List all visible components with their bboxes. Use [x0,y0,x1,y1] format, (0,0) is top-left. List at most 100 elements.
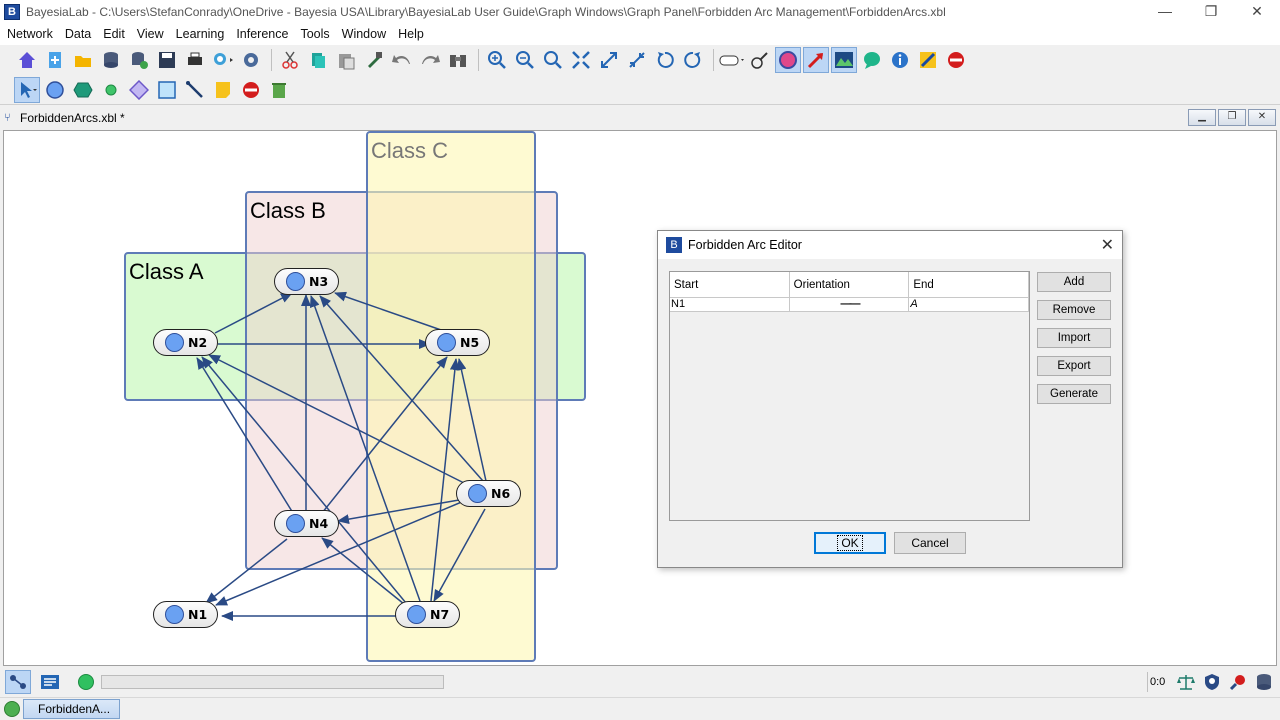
taskbar-item-forbiddenarcs[interactable]: ForbiddenA... [23,699,120,719]
rotate-left-button[interactable] [652,47,678,73]
expand-button[interactable] [596,47,622,73]
minimize-button[interactable]: — [1158,3,1172,19]
cancel-button[interactable]: Cancel [894,532,966,554]
document-title[interactable]: ForbiddenArcs.xbl * [20,111,125,125]
cell-orientation[interactable]: —— [790,298,910,311]
node-n6[interactable]: N6 [456,480,521,507]
zoom-out-button[interactable] [512,47,538,73]
utility-node-button[interactable] [126,77,152,103]
graph-panel[interactable]: Class A Class B Class C [3,130,1277,666]
class-rectangle-icon [158,80,176,99]
new-network-button[interactable] [42,47,68,73]
menu-window[interactable]: Window [341,27,387,41]
undo-button[interactable] [389,47,415,73]
note-button[interactable] [210,77,236,103]
note-pencil-button[interactable] [915,47,941,73]
network-doc-icon: ⑂ [4,112,11,124]
node-n4[interactable]: N4 [274,510,339,537]
table-row[interactable]: N1 —— A [670,298,1030,312]
stop-button[interactable] [238,77,264,103]
column-header-end[interactable]: End [909,272,1030,297]
decision-node-button[interactable] [70,77,96,103]
search-zoom-button[interactable] [210,47,236,73]
menu-tools[interactable]: Tools [300,27,330,41]
node-color-button[interactable] [775,47,801,73]
save-button[interactable] [154,47,180,73]
menu-edit[interactable]: Edit [103,27,125,41]
select-tool-button[interactable] [14,76,40,103]
document-tab-bar: ⑂ ForbiddenArcs.xbl * ▁ ❐ ✕ [0,107,1280,129]
inference-button[interactable] [1225,670,1251,694]
bayesialab-app-icon: B [4,4,20,20]
home-button[interactable] [14,47,40,73]
chart-button[interactable] [831,47,857,73]
doc-restore-button[interactable]: ❐ [1218,109,1246,126]
find-button[interactable] [445,47,471,73]
zoom-in-button[interactable] [484,47,510,73]
node-info-button[interactable] [747,47,773,73]
column-header-orientation[interactable]: Orientation [790,272,910,297]
class-c-box[interactable] [366,131,536,662]
arc-tool-button[interactable] [803,47,829,73]
menu-inference[interactable]: Inference [236,27,289,41]
forbidden-arc-button[interactable] [943,47,969,73]
dialog-close-icon[interactable]: ✕ [1100,237,1114,254]
database-button[interactable] [98,47,124,73]
print-button[interactable] [182,47,208,73]
cut-button[interactable] [277,47,303,73]
remove-button[interactable]: Remove [1037,300,1111,320]
copy-button[interactable] [305,47,331,73]
doc-close-button[interactable]: ✕ [1248,109,1276,126]
node-n7[interactable]: N7 [395,601,460,628]
cut-icon [282,51,298,69]
database-status-button[interactable] [1251,670,1277,694]
validation-view-button[interactable] [37,670,63,694]
restore-button[interactable]: ❐ [1204,3,1218,19]
node-n5[interactable]: N5 [425,329,490,356]
menu-help[interactable]: Help [398,27,424,41]
graph-view-button[interactable] [5,670,31,694]
settings-button[interactable] [238,47,264,73]
import-button[interactable]: Import [1037,328,1111,348]
doc-minimize-button[interactable]: ▁ [1188,109,1216,126]
shield-button[interactable] [1199,670,1225,694]
delete-button[interactable] [266,77,292,103]
zoom-fit-button[interactable] [540,47,566,73]
ok-button[interactable]: OK [814,532,886,554]
export-button[interactable]: Export [1037,356,1111,376]
paste-button[interactable] [333,47,359,73]
node-n2[interactable]: N2 [153,329,218,356]
class-tool-button[interactable] [154,77,180,103]
balance-button[interactable] [1173,670,1199,694]
node-tool-button[interactable] [42,77,68,103]
node-display-button[interactable] [719,47,745,73]
cell-end[interactable]: A [909,298,1030,311]
rotate-right-button[interactable] [680,47,706,73]
cell-start[interactable]: N1 [670,298,790,311]
column-header-start[interactable]: Start [670,272,790,297]
constraint-node-button[interactable] [98,77,124,103]
generate-button[interactable]: Generate [1037,384,1111,404]
comment-button[interactable] [859,47,885,73]
menu-data[interactable]: Data [64,27,92,41]
dialog-titlebar[interactable]: B Forbidden Arc Editor ✕ [658,231,1122,259]
menu-network[interactable]: Network [7,27,53,41]
format-brush-button[interactable] [361,47,387,73]
add-button[interactable]: Add [1037,272,1111,292]
menu-learning[interactable]: Learning [175,27,225,41]
menu-view[interactable]: View [136,27,164,41]
forbidden-arc-editor-dialog: B Forbidden Arc Editor ✕ Start Orientati… [657,230,1123,568]
redo-button[interactable] [417,47,443,73]
database-export-button[interactable] [126,47,152,73]
info-badge-button[interactable] [887,47,913,73]
shrink-button[interactable] [624,47,650,73]
close-button[interactable]: ✕ [1251,3,1263,19]
forbidden-arcs-table[interactable]: Start Orientation End N1 —— A [669,271,1030,521]
node-n3[interactable]: N3 [274,268,339,295]
node-hexagon-icon [73,82,93,97]
comment-icon [864,52,880,69]
node-n1[interactable]: N1 [153,601,218,628]
fit-screen-button[interactable] [568,47,594,73]
arc-line-button[interactable] [182,77,208,103]
open-button[interactable] [70,47,96,73]
